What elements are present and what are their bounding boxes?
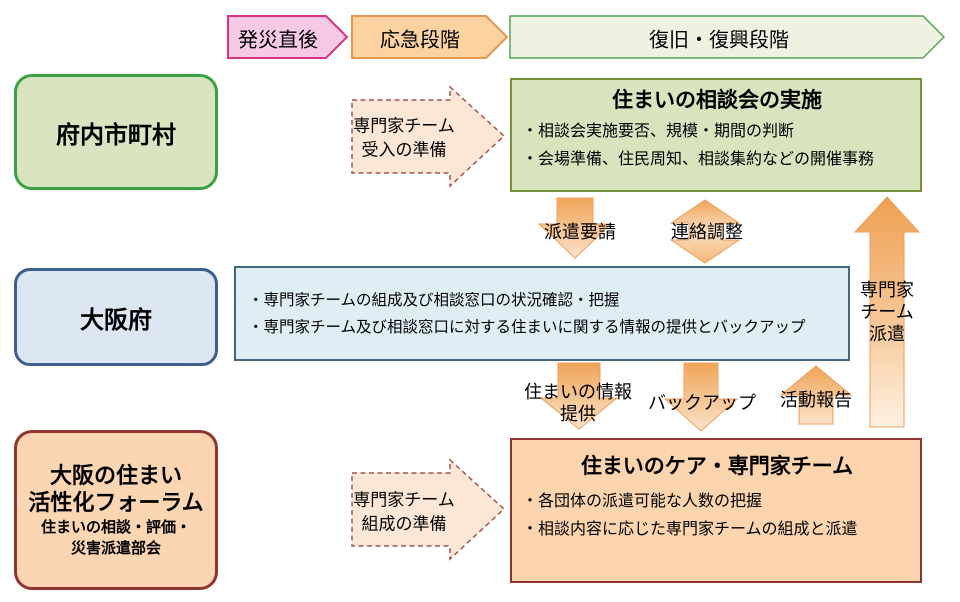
team-dispatch-label-line1: 専門家 [860,280,914,300]
prep-form-arrow [351,458,506,561]
liaison-label: 連絡調整 [671,222,743,242]
activity-report-arrow [779,365,853,425]
banner-phase1-label: 発災直後 [238,29,318,52]
consultation-title: 住まいの相談会の実施 [612,89,822,112]
banner-phase3-arrow [509,15,946,59]
team-bullet-2: ・相談内容に応じた専門家チームの組成と派遣 [522,521,858,538]
housing-info-label-line2: 提供 [560,404,596,424]
housing-info-label-line1: 住まいの情報 [524,382,632,402]
osaka-pref-box: 大阪府 [14,268,218,366]
pref-bullet-1: ・専門家チームの組成及び相談窓口の状況確認・把握 [248,291,620,309]
team-dispatch-label-line3: 派遣 [869,324,905,344]
backup-label: バックアップ [648,393,756,413]
banner-phase3-label: 復旧・復興段階 [649,29,789,52]
prep-accept-arrow [351,85,506,188]
backup-arrow [663,362,739,432]
dispatch-request-label: 派遣要請 [544,222,616,242]
forum-label-line2: 活性化フォーラム [28,490,204,515]
consultation-box: 住まいの相談会の実施 ・相談会実施要否、規模・期間の判断 ・会場準備、住民周知、… [510,78,922,192]
housing-info-arrow [539,362,619,430]
team-box: 住まいのケア・専門家チーム ・各団体の派遣可能な人数の把握 ・相談内容に応じた専… [510,438,922,583]
banner-phase1-arrow [227,15,349,59]
pref-role-box: ・専門家チームの組成及び相談窓口の状況確認・把握 ・専門家チーム及び相談窓口に対… [234,266,850,361]
team-bullet-1: ・各団体の派遣可能な人数の把握 [522,493,763,510]
forum-sub-line2: 災害派遣部会 [70,540,161,557]
liaison-double-arrow [669,199,741,264]
forum-sub-line1: 住まいの相談・評価・ [40,519,191,536]
banner-phase2-arrow [351,15,509,59]
dispatch-request-arrow [537,197,613,259]
team-title: 住まいのケア・専門家チーム [580,455,854,478]
prep-accept-label-line2: 受入の準備 [361,140,447,160]
activity-report-label: 活動報告 [780,390,852,410]
pref-bullet-2: ・専門家チーム及び相談窓口に対する住まいに関する情報の提供とバックアップ [248,318,806,336]
team-dispatch-label-line2: チーム [860,302,914,322]
prep-form-label-line2: 組成の準備 [361,514,447,534]
municipalities-box: 府内市町村 [14,74,218,190]
osaka-pref-label: 大阪府 [80,306,152,334]
municipalities-label: 府内市町村 [56,121,176,149]
forum-label-line1: 大阪の住まい [49,463,182,488]
prep-form-label-line1: 専門家チーム [353,490,455,510]
forum-box: 大阪の住まい 活性化フォーラム 住まいの相談・評価・ 災害派遣部会 [14,430,218,590]
banner-phase2-label: 応急段階 [380,29,460,52]
prep-accept-label-line1: 専門家チーム [353,116,455,136]
consultation-bullet-2: ・会場準備、住民周知、相談集約などの開催事務 [522,151,875,168]
consultation-bullet-1: ・相談会実施要否、規模・期間の判断 [522,123,795,140]
team-dispatch-arrow [853,196,921,428]
